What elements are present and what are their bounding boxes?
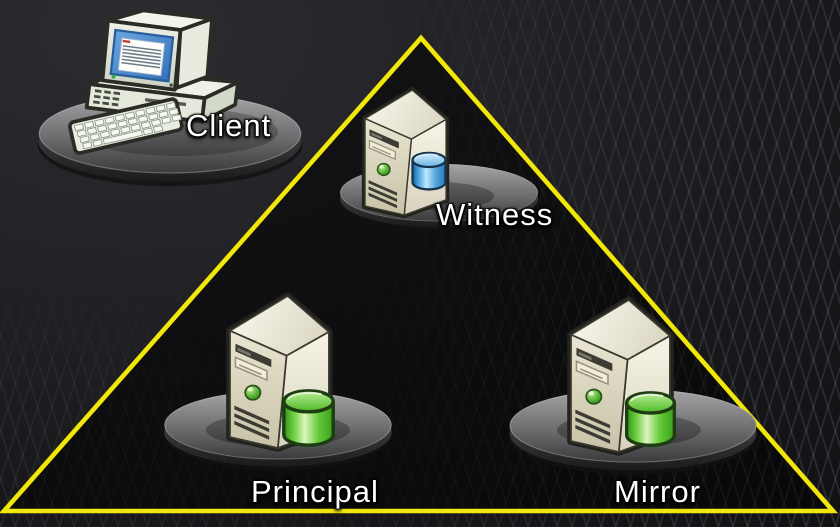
green-database-cylinder-icon <box>625 391 676 447</box>
label-client: Client <box>186 108 272 143</box>
blue-database-cylinder-icon <box>411 151 447 191</box>
node-mirror <box>505 292 765 482</box>
node-principal <box>160 288 400 478</box>
label-mirror: Mirror <box>614 474 701 509</box>
green-database-cylinder-icon <box>282 389 335 447</box>
node-witness <box>330 80 550 240</box>
node-client <box>28 0 318 195</box>
label-witness: Witness <box>436 197 554 232</box>
label-principal: Principal <box>251 474 379 509</box>
